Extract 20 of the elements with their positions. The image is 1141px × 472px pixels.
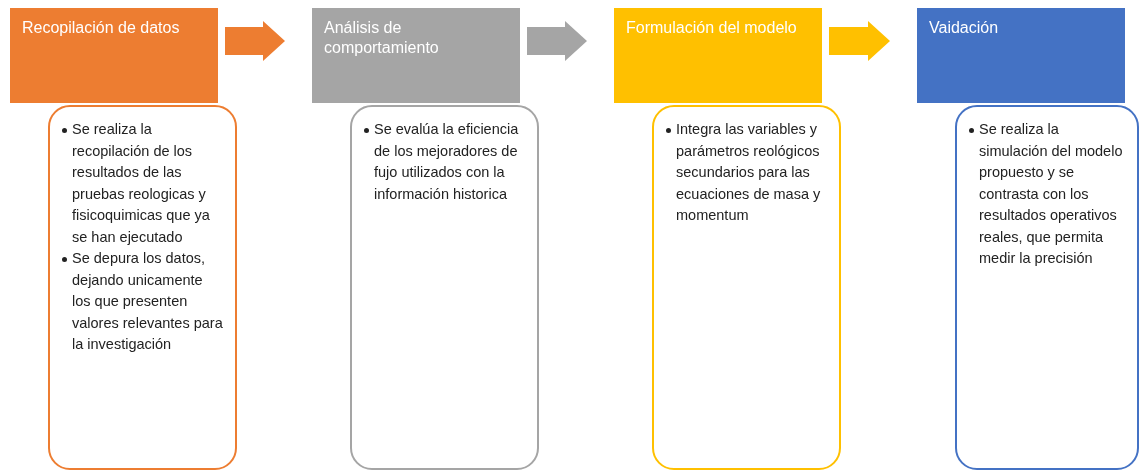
bullet-text: Se depura los datos, dejando unicamente los que presenten valores relevantes para la investigación	[72, 249, 224, 354]
block-arrow	[527, 21, 587, 61]
step-header	[10, 8, 218, 103]
step-header	[614, 8, 822, 103]
step-card	[48, 105, 237, 470]
step-header	[917, 8, 1125, 103]
block-arrow	[829, 21, 890, 61]
step-card	[652, 105, 841, 470]
step-card	[955, 105, 1139, 470]
step-title: Vaidación	[929, 18, 1000, 38]
bullet-text: Se realiza la recopilación de los resultados de las pruebas reologicas y fisicoquimicas que ya se han ejecutado	[72, 120, 211, 247]
bullet-text: Integra las variables y parámetros reológicos secundarios para las ecuaciones de masa y momentum	[676, 120, 822, 225]
block-arrow	[225, 21, 285, 61]
step-title: Análisis de comportamiento	[324, 18, 440, 58]
step-title: Formulación del modelo	[626, 18, 798, 38]
bullet-text: Se realiza la simulación del modelo propuesto y se contrasta con los resultados operativos reales, que permita medir la precisión	[979, 120, 1124, 268]
bullet-text: Se evalúa la eficiencia de los mejoradores de fujo utilizados con la información historica	[374, 120, 520, 204]
step-title: Recopilación de datos	[22, 18, 181, 38]
step-card	[350, 105, 539, 470]
step-header	[312, 8, 520, 103]
